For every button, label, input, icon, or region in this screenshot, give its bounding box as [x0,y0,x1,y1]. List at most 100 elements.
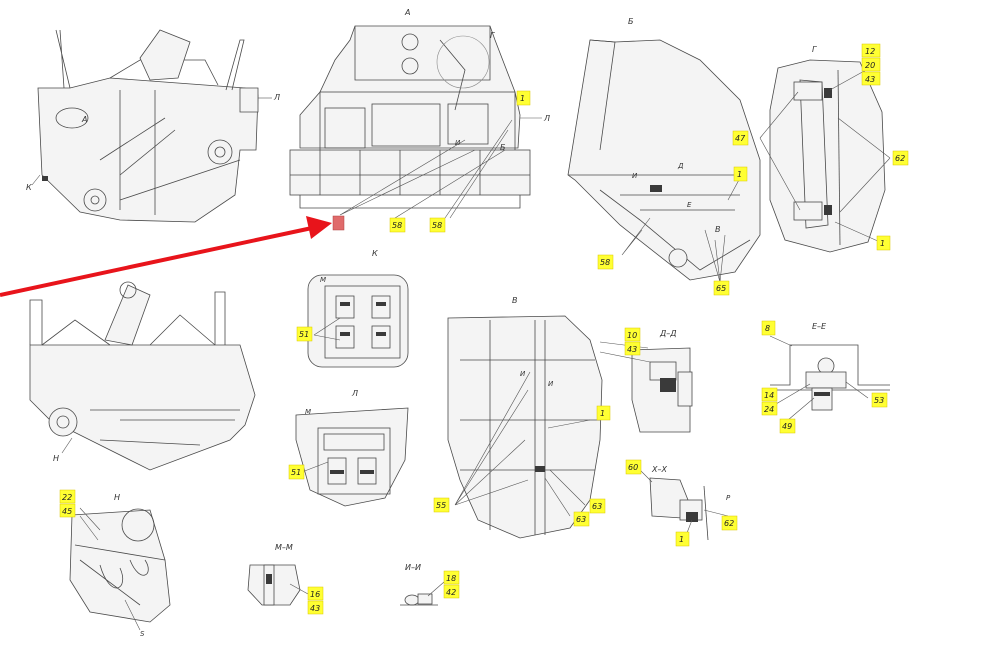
callout-62: 62 [721,515,738,531]
view-label: Г [812,45,817,54]
view-k: К М [307,249,409,368]
pointer-arrow [0,216,332,297]
callout-1: 1 [876,235,891,251]
section-d-d: Д–Д [599,329,693,433]
section-mark: S [140,630,145,638]
svg-text:1: 1 [880,239,885,248]
machine-side-view-top: Л А К [26,29,280,223]
detail-n: Н S [69,493,171,638]
callout-43: 43 [861,71,881,86]
callout-10: 10 [624,327,641,342]
callout-51: 51 [296,326,313,342]
svg-text:8: 8 [765,324,770,333]
svg-text:14: 14 [764,391,774,400]
view-label: М–М [275,543,293,552]
view-label: Л [351,389,358,398]
view-label: Н [114,493,120,502]
callout-1: 1 [675,531,690,547]
svg-text:18: 18 [446,574,456,583]
svg-text:12: 12 [865,47,875,56]
callout-43: 43 [624,341,641,356]
svg-text:1: 1 [520,94,525,103]
callout-60: 60 [625,459,642,475]
section-e-e: Е–Е [769,322,890,421]
svg-text:43: 43 [627,345,637,354]
target-marker [332,215,345,231]
section-x-x: Х–Х Р [639,465,731,541]
callout-22: 22 [59,489,76,504]
svg-text:43: 43 [865,75,875,84]
section-mark: Л [543,114,550,123]
view-label: Х–Х [651,465,667,474]
callout-58: 58 [389,217,406,233]
view-label: К [372,249,378,258]
svg-text:63: 63 [576,515,586,524]
section-mark: Н [53,454,59,463]
view-label: Е–Е [812,322,827,331]
callout-8: 8 [761,320,776,336]
callout-43: 43 [307,600,324,615]
svg-text:55: 55 [436,501,446,510]
svg-text:10: 10 [627,331,637,340]
svg-text:1: 1 [679,535,684,544]
section-mark: И [548,380,554,388]
section-mark: К [26,183,32,192]
view-label: И–И [405,563,421,572]
svg-text:60: 60 [628,463,638,472]
callout-51: 51 [288,464,305,480]
svg-text:51: 51 [299,330,309,339]
callout-49: 49 [779,418,796,434]
section-mark: Г [490,31,495,40]
callout-12: 12 [861,43,881,58]
callout-24: 24 [761,401,778,416]
callout-58: 58 [429,217,446,233]
svg-text:20: 20 [865,61,875,70]
callout-63: 63 [589,498,606,514]
svg-text:45: 45 [62,507,72,516]
svg-text:65: 65 [716,284,726,293]
callout-62: 62 [892,150,909,166]
callout-1: 1 [733,166,748,182]
section-mark: И [632,172,638,180]
svg-text:62: 62 [724,519,734,528]
svg-text:58: 58 [392,221,402,230]
detail-g: Г [759,45,891,253]
section-mark: Е [687,201,692,209]
svg-text:58: 58 [432,221,442,230]
view-label: Б [628,17,634,26]
svg-text:47: 47 [735,134,746,143]
callout-14: 14 [761,387,778,402]
section-m-m: М–М [247,543,309,606]
section-mark: А [81,115,87,124]
svg-text:53: 53 [874,396,884,405]
svg-text:16: 16 [310,590,320,599]
section-mark: И [520,370,526,378]
view-v: В И И [447,296,603,539]
svg-text:49: 49 [782,422,792,431]
callout-58: 58 [597,254,614,270]
svg-text:58: 58 [600,258,610,267]
svg-text:63: 63 [592,502,602,511]
callout-16: 16 [307,586,324,601]
callout-tags: 1 58 58 1 58 65 12 20 43 47 62 1 51 51 5… [59,43,909,615]
callout-1: 1 [596,405,611,421]
callout-1: 1 [516,90,531,106]
svg-text:62: 62 [895,154,905,163]
section-mark: М [305,408,311,416]
section-mark: Р [726,494,731,502]
section-mark: Д [677,162,684,170]
view-b: Б Д И Е В [567,17,761,283]
view-label: Д–Д [659,329,677,338]
callout-47: 47 [732,130,749,146]
callout-55: 55 [433,497,450,513]
section-i-i: И–И [400,563,445,606]
callout-20: 20 [861,57,881,72]
svg-text:1: 1 [737,170,742,179]
view-l: Л М [295,389,409,507]
svg-text:43: 43 [310,604,320,613]
callout-45: 45 [59,503,76,518]
view-label: В [512,296,518,305]
callout-53: 53 [871,392,888,408]
section-mark: М [320,276,326,284]
svg-text:22: 22 [62,493,72,502]
